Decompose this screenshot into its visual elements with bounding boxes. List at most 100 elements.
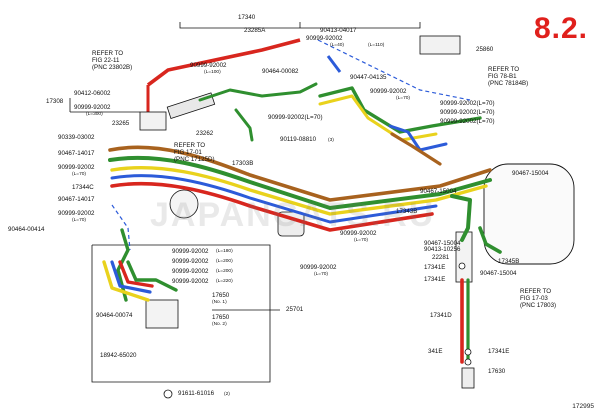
label-90999-92002-j: 90999-92002 [58, 164, 95, 171]
label-90464-00414: 90464-00414 [8, 226, 45, 233]
label-341e: 341E [428, 348, 443, 355]
label-91611-qty: (2) [224, 392, 230, 397]
dashed-link-a [111, 204, 131, 251]
part-25860-body [419, 35, 461, 55]
inset-green [126, 260, 178, 292]
label-17343b: 17343B [396, 208, 418, 215]
label-90999-92002-o: 90999-92002 [172, 258, 209, 265]
brown-hose [108, 145, 492, 202]
inset-frame [91, 244, 271, 383]
label-90467-15004-d: 90467-15004 [480, 270, 517, 277]
label-91611-61016: 91611-61016 [178, 390, 215, 397]
label-90119-qty: (3) [328, 138, 334, 143]
label-90467-15004-b: 90467-15004 [512, 170, 549, 177]
label-17650-no2-sub: (No. 2) [212, 322, 227, 327]
label-len-100: (L=100) [204, 70, 221, 75]
label-90999-92002-h: 90999-92002(L=70) [440, 118, 495, 125]
refer-fig17-03-line1: REFER TO [520, 288, 552, 295]
label-23262: 23262 [196, 130, 214, 137]
refer-fig17-03-line3: (PNC 17803) [520, 302, 557, 309]
label-25701: 25701 [286, 306, 304, 313]
label-90999-92002-a: 90999-92002 [306, 35, 343, 42]
label-len-70-m: (L=70) [314, 272, 328, 277]
label-17341e-a: 17341E [424, 264, 446, 271]
yellow-hose-main [110, 166, 488, 216]
label-17650-no1: 17650 [212, 292, 230, 299]
label-17630: 17630 [488, 368, 506, 375]
label-len-70-e: (L=70) [396, 96, 410, 101]
label-90999-92002-n: 90999-92002 [172, 248, 209, 255]
label-90999-92002-p: 90999-92002 [172, 268, 209, 275]
red-hose-upper [146, 38, 301, 87]
refer-fig17-01-line3: (PNC 17125D) [174, 156, 215, 163]
label-17308: 17308 [46, 98, 64, 105]
label-90464-00074: 90464-00074 [96, 312, 133, 319]
label-90999-92002-e: 90999-92002 [370, 88, 407, 95]
green-hose-main [108, 155, 492, 210]
red-hose-main [110, 181, 434, 232]
label-90999-92002-m: 90999-92002 [300, 264, 337, 271]
refer-fig17-03-line2: FIG 17-03 [520, 295, 548, 302]
label-90467-14017-b: 90467-14017 [58, 196, 95, 203]
label-len-70-l: (L=70) [354, 238, 368, 243]
sender-17630 [461, 367, 475, 389]
label-90999-92002-k: 90999-92002 [58, 210, 95, 217]
fuel-tank [483, 163, 575, 265]
label-90999-92002-f: 90999-92002(L=70) [440, 100, 495, 107]
label-18942-65020: 18942-65020 [100, 352, 137, 359]
label-90467-14017-a: 90467-14017 [58, 150, 95, 157]
inset-red [118, 260, 154, 288]
refer-fig22-line1: REFER TO [92, 50, 124, 57]
label-90413-10256: 90413-10256 [424, 246, 461, 253]
inset-blue [110, 260, 152, 294]
label-17340: 17340 [238, 14, 256, 21]
label-90999-92002-l: 90999-92002 [340, 230, 377, 237]
label-90999-92002-g: 90999-92002(L=70) [440, 109, 495, 116]
refer-fig22-line2: FIG 22-11 [92, 57, 120, 64]
label-90447-04135: 90447-04135 [350, 74, 387, 81]
label-17341d: 17341D [430, 312, 452, 319]
label-len-220: (L=220) [216, 279, 233, 284]
label-90999-92002-d: 90999-92002 [74, 104, 111, 111]
label-17341e-b: 17341E [424, 276, 446, 283]
label-90467-15004-c: 90467-15004 [424, 240, 461, 247]
green-hose-upper [318, 86, 482, 134]
label-17345b: 17345B [498, 258, 520, 265]
bracket-25701 [145, 299, 179, 329]
label-90999-92002-c: 90999-92002 [190, 62, 227, 69]
green-hose-top [198, 82, 318, 102]
label-90999-92002-q: 90999-92002 [172, 278, 209, 285]
blue-hose-main [110, 174, 438, 224]
refer-fig78-line1: REFER TO [488, 66, 520, 73]
label-90999-92002-i: 90999-92002(L=70) [268, 114, 323, 121]
label-25860: 25860 [476, 46, 494, 53]
label-22281: 22281 [432, 254, 450, 261]
label-len-70-k: (L=70) [72, 218, 86, 223]
label-17650-no2: 17650 [212, 314, 230, 321]
label-len-200-b: (L=200) [216, 269, 233, 274]
label-90467-15004-a: 90467-15004 [420, 188, 457, 195]
refer-fig78-line2: FIG 78-B1 [488, 73, 517, 80]
label-90413-04017: 90413-04017 [320, 27, 357, 34]
label-17344c: 17344C [72, 184, 94, 191]
label-90464-00082: 90464-00082 [262, 68, 299, 75]
label-len-300: (L=300) [86, 112, 103, 117]
label-17650-no1-sub: (No. 1) [212, 300, 227, 305]
watermark-text: JAPANCATS.RU [150, 196, 436, 234]
label-17341e-c: 17341E [488, 348, 510, 355]
dashed-link-b [317, 39, 471, 101]
label-len-40: (L=40) [330, 43, 344, 48]
refer-fig17-01-line1: REFER TO [174, 142, 206, 149]
refer-fig22-line3: (PNC 23802B) [92, 64, 133, 71]
inset-yellow [102, 260, 150, 302]
green-hose-tank [450, 194, 472, 242]
label-90119-08810: 90119-08810 [280, 136, 317, 143]
figure-number: 172995 [572, 403, 594, 410]
refer-fig78-line3: (PNC 78184B) [488, 80, 529, 87]
label-17303b: 17303B [232, 160, 254, 167]
label-len-180: (L=180) [216, 249, 233, 254]
label-len-200-a: (L=200) [216, 259, 233, 264]
label-len-70-j: (L=70) [72, 172, 86, 177]
